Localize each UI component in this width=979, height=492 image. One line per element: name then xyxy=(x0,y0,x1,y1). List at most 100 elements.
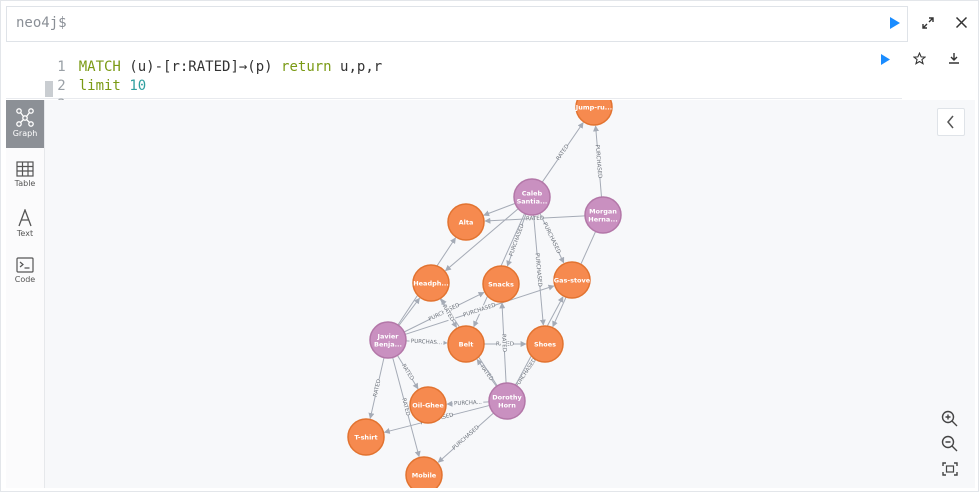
chevron-left-icon xyxy=(947,115,954,129)
star-icon[interactable] xyxy=(913,52,926,65)
node-label: Headph... xyxy=(413,279,449,287)
run-icon[interactable] xyxy=(880,53,891,66)
relationship-label: PURCHASED xyxy=(541,222,561,255)
relationship-label: RATED xyxy=(479,364,494,382)
node-label: Shoes xyxy=(534,340,556,348)
node-belt[interactable]: Belt xyxy=(447,325,485,363)
relationship-edge[interactable] xyxy=(398,297,420,326)
editor-line-3: 3 xyxy=(6,81,79,113)
view-sidebar: Graph Table Text Code xyxy=(6,100,45,488)
relationship-label: PURCHASED xyxy=(594,144,603,178)
view-graph-button[interactable]: Graph xyxy=(6,100,44,148)
relationship-label: PURCHASED xyxy=(509,223,526,257)
relationship-edge[interactable] xyxy=(445,208,519,272)
zoom-out-icon[interactable] xyxy=(938,432,962,454)
node-tshirt[interactable]: T-shirt xyxy=(347,418,385,456)
relationship-label: RATED xyxy=(400,363,415,381)
relationship-edge[interactable]: PURCHASED xyxy=(533,214,546,326)
node-shoes[interactable]: Shoes xyxy=(526,325,564,363)
relationship-edge[interactable] xyxy=(483,202,516,217)
zoom-in-icon[interactable] xyxy=(938,407,962,429)
node-alta[interactable]: Alta xyxy=(447,203,485,241)
query-bar[interactable]: neo4j$ xyxy=(6,6,908,42)
relationship-label: PURCHA... xyxy=(454,400,482,407)
code-icon xyxy=(16,257,34,273)
node-label: Oil-Ghee xyxy=(412,401,444,409)
text-cursor xyxy=(45,81,53,97)
node-label: Alta xyxy=(459,218,474,226)
relationship-edge[interactable]: RATED xyxy=(368,357,385,420)
view-label: Text xyxy=(16,229,34,238)
node-snacks[interactable]: Snacks xyxy=(482,265,520,303)
relationship-label: PURCHASED xyxy=(514,357,538,388)
node-label: Belt xyxy=(459,340,474,348)
relationship-label: RATED xyxy=(400,398,410,417)
relationship-edge[interactable]: PURCHASED xyxy=(514,357,538,388)
relationship-edge[interactable]: RATED xyxy=(541,122,584,183)
fullscreen-icon[interactable] xyxy=(922,17,934,29)
relationship-edge[interactable]: RATED xyxy=(397,355,419,390)
node-headph[interactable]: Headph... xyxy=(412,264,450,302)
view-table-button[interactable]: Table xyxy=(6,154,44,202)
node-label: Snacks xyxy=(488,280,514,288)
relationship-edge[interactable]: PURCHAS... xyxy=(405,337,448,347)
relationship-label: RATED xyxy=(556,144,571,162)
relationship-edge[interactable]: RATED xyxy=(484,214,586,224)
node-label: T-shirt xyxy=(354,433,377,441)
node-oil[interactable]: Oil-Ghee xyxy=(409,386,447,424)
relationship-edge[interactable]: PURCHASED xyxy=(437,412,494,463)
relationship-edge[interactable]: PURCHASED xyxy=(506,213,527,267)
collapse-panel-button[interactable] xyxy=(937,108,965,136)
close-icon[interactable] xyxy=(955,16,968,29)
relationship-edge[interactable]: RATED xyxy=(392,357,421,458)
relationship-label: PURCHAS... xyxy=(411,339,443,347)
view-label: Table xyxy=(14,179,36,188)
node-label: Mobile xyxy=(412,471,437,479)
run-query-icon[interactable] xyxy=(889,16,901,30)
line-number: 2 xyxy=(57,78,66,94)
line-number: 1 xyxy=(57,59,66,75)
relationship-edge[interactable]: PURCHASED xyxy=(539,212,565,264)
relationship-label: RATED xyxy=(526,216,544,223)
node-gas[interactable]: Gas-stove xyxy=(553,261,591,299)
relationship-label: RATED xyxy=(373,379,383,398)
limit-value: 10 xyxy=(129,78,147,94)
keyword-return: return xyxy=(281,59,332,75)
relationship-label: PURCHASED xyxy=(463,303,497,319)
return-vars: u,p,r xyxy=(331,59,383,75)
relationship-edge[interactable]: RATED xyxy=(499,302,508,384)
relationship-label: RATED xyxy=(500,334,507,352)
prompt-text: neo4j$ xyxy=(16,15,67,31)
view-label: Graph xyxy=(12,129,38,138)
graph-icon xyxy=(16,108,34,127)
relationship-edge[interactable]: RATED xyxy=(476,358,497,387)
node-mobile[interactable]: Mobile xyxy=(405,456,443,492)
relationship-edge[interactable]: PURCHASED xyxy=(593,125,604,198)
relationship-label: PURCHASED xyxy=(534,253,543,287)
relationship-edge[interactable]: PURCHA... xyxy=(446,398,490,408)
node-jump[interactable]: Jump-ru... xyxy=(575,88,613,126)
view-code-button[interactable]: Code xyxy=(6,250,44,298)
fit-to-screen-icon[interactable] xyxy=(938,458,962,480)
node-label: Jump-ru... xyxy=(575,103,612,111)
download-icon[interactable] xyxy=(948,52,960,65)
view-label: Code xyxy=(14,275,36,284)
relationship-label: PURCHASED xyxy=(452,425,481,452)
keyword-match: MATCH xyxy=(78,59,121,75)
node-label: Gas-stove xyxy=(554,276,591,284)
view-text-button[interactable]: Text xyxy=(6,202,44,250)
